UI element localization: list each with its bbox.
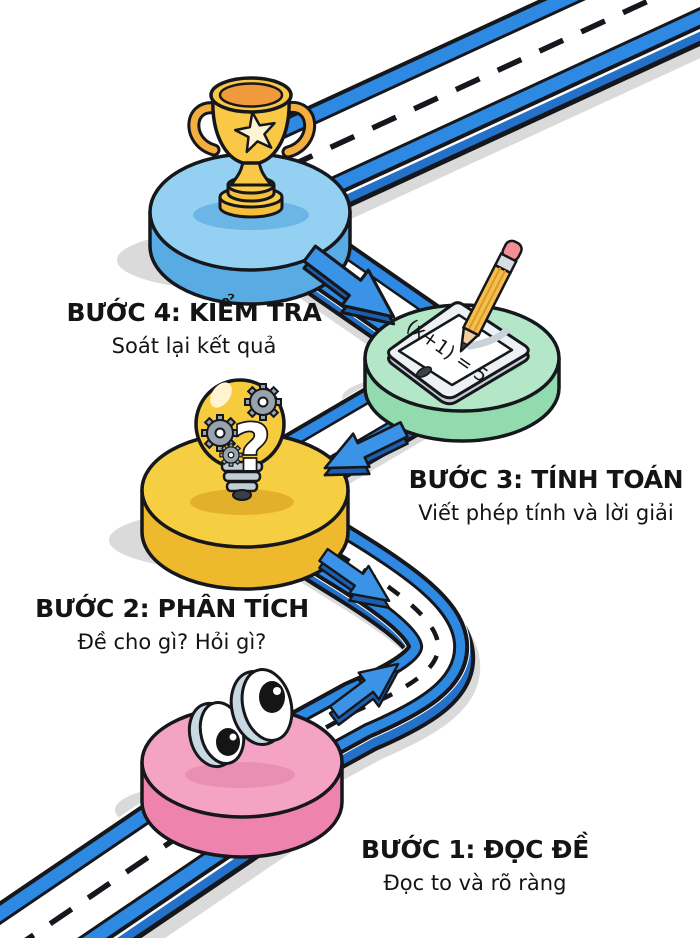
- trophy-icon: [187, 76, 317, 219]
- step1-title: BƯỚC 1: ĐỌC ĐỀ: [360, 835, 589, 864]
- step3-title: BƯỚC 3: TÍNH TOÁN: [408, 465, 684, 494]
- trophy-star: [233, 111, 276, 154]
- step2-label: BƯỚC 2: PHÂN TÍCH Đề cho gì? Hỏi gì?: [26, 594, 318, 655]
- step4-subtitle: Soát lại kết quả: [111, 333, 277, 358]
- road-segment-top: [243, 0, 700, 234]
- platform-step2: ?: [140, 378, 350, 591]
- platform-step4: [148, 76, 352, 306]
- step4-title: BƯỚC 4: KIỂM TRA: [66, 298, 322, 327]
- platform-step3: (x+1) = 5: [363, 239, 561, 443]
- step4-label: BƯỚC 4: KIỂM TRA Soát lại kết quả: [58, 298, 330, 359]
- step2-subtitle: Đề cho gì? Hỏi gì?: [77, 629, 267, 654]
- tablet-button: [415, 366, 433, 378]
- step2-title: BƯỚC 2: PHÂN TÍCH: [35, 594, 309, 623]
- step3-label: BƯỚC 3: TÍNH TOÁN Viết phép tính và lời …: [396, 465, 696, 526]
- question-mark: ?: [233, 412, 270, 486]
- platform-step1: [140, 668, 344, 859]
- lightbulb-question-icon: ?: [194, 378, 286, 501]
- step1-label: BƯỚC 1: ĐỌC ĐỀ Đọc to và rõ ràng: [326, 835, 624, 896]
- step1-subtitle: Đọc to và rõ ràng: [383, 870, 567, 895]
- road-center-dashes: [262, 0, 658, 181]
- googly-eyes-icon: [187, 668, 294, 769]
- tablet-pencil-icon: (x+1) = 5: [387, 239, 530, 406]
- step3-subtitle: Viết phép tính và lời giải: [418, 500, 674, 525]
- pencil-icon: [459, 239, 523, 354]
